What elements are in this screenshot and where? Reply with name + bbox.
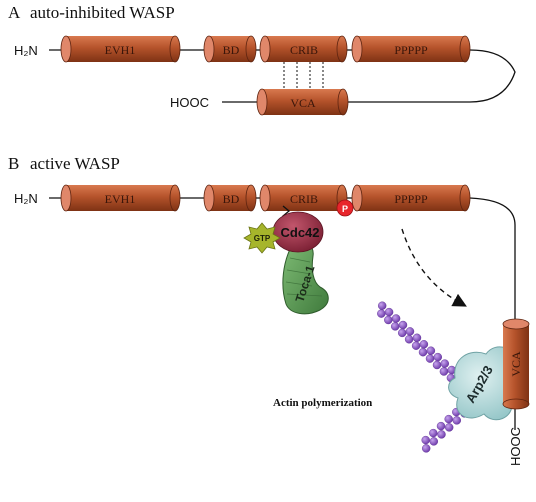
activation-arrow (401, 228, 467, 307)
actin-monomer (419, 340, 429, 349)
actin-monomer (412, 333, 422, 342)
toca-1-protein: Toca-1 (282, 240, 329, 315)
panel-a-domain-crib-label: CRIB (290, 43, 318, 57)
actin-monomer (391, 314, 401, 323)
panel-a-backbone-loop (335, 49, 516, 103)
actin-monomer (384, 307, 394, 317)
panel-a-title: auto-inhibited WASP (30, 3, 175, 22)
actin-monomer (377, 309, 386, 318)
cdc42-protein: Cdc42 (272, 205, 324, 253)
panel-b-domain-bd: BD (203, 184, 257, 212)
actin-monomer (432, 360, 442, 370)
panel-a-n-terminus: H₂N (14, 43, 38, 58)
actin-monomer (391, 322, 400, 331)
phosphorylation-marker: P (336, 199, 354, 217)
panel-a-crib-vca-interaction (283, 62, 324, 90)
panel-a-domain-bd-label: BD (223, 43, 240, 57)
panel-a-domain-crib: CRIB (259, 35, 348, 63)
actin-polymerization-label: Actin polymerization (273, 397, 372, 409)
panel-a-domain-ppppp-label: PPPPP (394, 43, 428, 57)
panel-b-domain-crib-label: CRIB (290, 192, 318, 206)
panel-b-domain-crib: CRIB (259, 184, 348, 212)
phosphorylation-label: P (342, 204, 348, 214)
panel-b-domain-bd-label: BD (223, 192, 240, 206)
actin-monomer (444, 414, 453, 424)
panel-b-label: B (8, 154, 19, 173)
actin-monomer (404, 335, 414, 344)
panel-a-domain-vca: VCA (256, 88, 349, 116)
panel-a-domain-bd: BD (203, 35, 257, 63)
actin-monomer (398, 320, 408, 330)
actin-monomer (384, 315, 393, 325)
actin-monomer (421, 435, 430, 445)
actin-monomer (422, 444, 431, 453)
panel-b-title: active WASP (30, 154, 120, 173)
actin-monomer (436, 421, 446, 431)
actin-monomer (418, 348, 428, 357)
panel-b-domain-evh1-label: EVH1 (105, 192, 136, 206)
panel-b-c-terminus: HOOC (508, 427, 523, 466)
actin-monomer (437, 430, 446, 439)
panel-a-domain-evh1: EVH1 (60, 35, 181, 63)
cdc42-label: Cdc42 (280, 225, 319, 240)
panel-b-domain-vca: VCA (502, 318, 530, 410)
actin-monomer (378, 301, 387, 310)
actin-monomer (433, 352, 442, 362)
gtp-label: GTP (254, 234, 271, 243)
panel-b: B active WASP H₂N EVH1 BD CRIB (8, 154, 530, 466)
actin-monomer (425, 354, 435, 363)
panel-b-domain-ppppp-label: PPPPP (394, 192, 428, 206)
panel-a-c-terminus: HOOC (170, 95, 209, 110)
actin-monomer (426, 346, 436, 355)
actin-monomer (429, 437, 438, 446)
panel-a-label: A (8, 3, 21, 22)
actin-monomer (440, 359, 449, 368)
gtp-molecule: GTP (243, 222, 281, 254)
panel-b-backbone-tail (469, 197, 516, 320)
actin-monomer (445, 423, 454, 432)
panel-b-n-terminus: H₂N (14, 191, 38, 206)
panel-a-domain-vca-label: VCA (290, 96, 316, 110)
actin-monomer (398, 328, 407, 338)
panel-b-domain-ppppp: PPPPP (351, 184, 471, 212)
actin-monomer (452, 416, 461, 425)
panel-b-domain-evh1: EVH1 (60, 184, 181, 212)
actin-monomer (439, 367, 449, 376)
panel-a-domain-evh1-label: EVH1 (105, 43, 136, 57)
actin-monomer (429, 428, 438, 438)
panel-a: A auto-inhibited WASP H₂N HOOC EVH1 BD C… (8, 3, 516, 116)
actin-monomer (411, 341, 421, 350)
panel-a-domain-ppppp: PPPPP (351, 35, 471, 63)
actin-monomer (405, 327, 415, 336)
panel-b-domain-vca-label: VCA (509, 351, 523, 377)
